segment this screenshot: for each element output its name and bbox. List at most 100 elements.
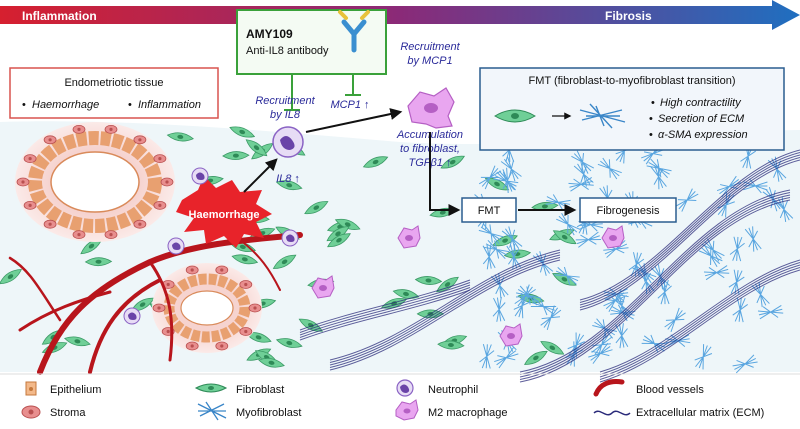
myofibroblast-cell — [514, 284, 536, 309]
myofibroblast-cell — [571, 150, 595, 174]
myofibroblast-cell — [743, 178, 768, 194]
neutrophil-cell — [191, 167, 209, 185]
stroma-cell — [16, 177, 30, 187]
ecm-field — [299, 149, 800, 383]
gland-lower — [152, 263, 262, 353]
haemorrhage-label: Haemorrhage — [189, 209, 260, 221]
stroma-cell — [152, 303, 166, 313]
fibroblast-cell — [524, 350, 548, 365]
legend-label-fibroblast: Fibroblast — [236, 384, 284, 396]
neutrophil-icon — [396, 379, 414, 397]
myofibroblast-cell — [532, 251, 554, 276]
fibroblast-cell — [0, 269, 23, 285]
myofibroblast-cell — [498, 167, 516, 194]
legend-label-neutrophil: Neutrophil — [428, 384, 478, 396]
neutrophil-large — [272, 126, 304, 158]
neutrophil-cell — [123, 307, 141, 325]
myofibroblast-cell — [479, 343, 495, 369]
ecm-fibre — [329, 249, 561, 361]
fmt-bullet-dot: • — [649, 129, 653, 141]
tissue-box-title: Endometriotic tissue — [64, 77, 163, 89]
banner: Inflammation Fibrosis — [0, 0, 800, 30]
gland-upper — [15, 122, 175, 242]
arrow-macrophage-to-fmt — [429, 132, 461, 216]
myofibroblast-cell — [530, 297, 557, 316]
ecm-fibre — [329, 252, 561, 363]
ecm-fibre — [599, 262, 800, 375]
legend-label-myofibroblast: Myofibroblast — [236, 407, 301, 419]
inhibit-il8-line — [284, 74, 300, 111]
recruitment-il8-line1: Recruitment — [255, 95, 315, 107]
myofibroblast-cell — [493, 171, 519, 191]
stroma-cell — [215, 265, 229, 275]
myofibroblast-cell — [500, 156, 522, 182]
stroma-cell — [104, 230, 118, 240]
macrophage-cell — [397, 225, 421, 249]
stroma-cell — [153, 200, 167, 210]
legend-label-ecm: Extracellular matrix (ECM) — [636, 407, 764, 419]
legend-label-epithelium: Epithelium — [50, 384, 101, 396]
myofibroblast-cell — [540, 305, 562, 330]
stroma-cell — [185, 265, 199, 275]
myofibroblast-cell — [641, 334, 667, 353]
drug-box: AMY109 Anti-IL8 antibody — [236, 9, 387, 111]
neutrophil-cell — [167, 237, 185, 255]
myofibroblast-cell — [675, 188, 699, 212]
stroma-cell — [215, 341, 229, 351]
arrow-neutrophil-to-macrophage — [305, 108, 403, 133]
stroma-cells — [16, 124, 262, 351]
ecm-fibre — [519, 197, 791, 380]
myofibroblast-cell — [478, 165, 502, 190]
fmt-bullet-dot: • — [649, 113, 653, 125]
ecm-fibre — [329, 257, 561, 368]
banner-arrow — [0, 0, 800, 30]
haemorrhage-splash: Haemorrhage — [176, 176, 272, 248]
stroma-cell — [23, 200, 37, 210]
recruitment-il8-line2: by IL8 — [270, 109, 301, 121]
myofibroblast-cell — [482, 244, 496, 270]
fibroblast-cell — [440, 155, 465, 169]
ecm-fibre — [599, 259, 800, 373]
ecm-fibre — [579, 149, 800, 301]
ecm-fibre — [519, 199, 791, 383]
ecm-fibre — [299, 287, 471, 338]
myofibroblast-cell — [578, 217, 604, 232]
inhibit-mcp1-line — [345, 74, 361, 96]
fibroblast-cell — [166, 132, 194, 142]
myofibroblast-cell — [567, 332, 585, 358]
fmt-myofibroblast-icon — [579, 103, 626, 129]
epithelium-ring — [28, 131, 162, 233]
ecm-fibre — [579, 157, 800, 308]
recruitment-mcp1-line2: by MCP1 — [407, 55, 452, 67]
stroma-cell — [160, 177, 174, 187]
fibroblast-cell — [334, 218, 361, 230]
blood-vessels — [8, 232, 303, 375]
fibroblast-cell — [304, 201, 329, 215]
haemorrhage-shape — [176, 176, 272, 248]
fibrogenesis-node: Fibrogenesis — [579, 197, 677, 223]
recruitment-mcp1-line1: Recruitment — [400, 41, 460, 53]
fibroblast-cell — [229, 126, 256, 138]
myofibroblast-cell — [729, 236, 745, 262]
myofibroblast-cell — [597, 157, 622, 180]
fmt-node-frame — [461, 197, 517, 223]
fmt-box-title: FMT (fibroblast-to-myofibroblast transit… — [528, 75, 735, 87]
fmt-bullet-contractility: High contractility — [660, 97, 742, 109]
fibroblast-cell — [245, 332, 272, 343]
stroma-cell — [43, 219, 57, 229]
fibroblast-cell — [222, 151, 250, 160]
fibroblast-cell — [436, 276, 459, 293]
stroma-cell — [72, 124, 86, 134]
fmt-bullet-ecm: Secretion of ECM — [658, 113, 745, 125]
myofibroblast-cell — [603, 240, 629, 258]
antibody-icon — [338, 10, 370, 53]
stroma-cell — [153, 154, 167, 164]
myofibroblast-cell — [657, 279, 672, 305]
gland-lumen — [50, 151, 140, 213]
myofibroblast-cell — [651, 264, 670, 290]
tissue-box: Endometriotic tissue • Haemorrhage • Inf… — [9, 67, 219, 119]
mcp1-up: MCP1 ↑ — [330, 99, 369, 111]
ecm-fibre — [579, 159, 800, 311]
macrophage-large — [407, 87, 455, 129]
